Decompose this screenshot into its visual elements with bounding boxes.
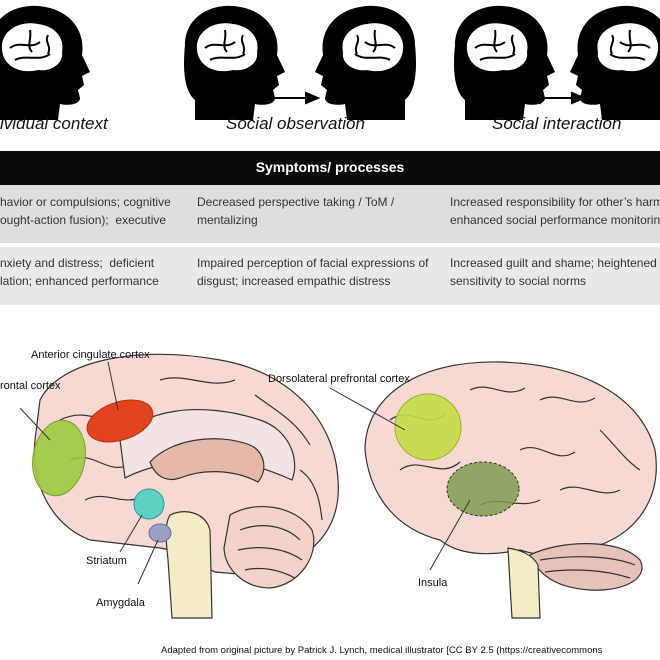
insula-region [446, 461, 520, 517]
table-cell: Increased responsibility for other’s har… [450, 195, 660, 227]
insula-label: Insula [418, 577, 448, 589]
head-observed [314, 4, 417, 121]
pfc-region [32, 419, 86, 497]
amygdala-region [148, 523, 172, 543]
acc-region [86, 399, 154, 443]
striatum-region [133, 488, 165, 520]
context-observation-label: Social observation [226, 114, 365, 133]
table-row: nxiety and distress; deficient lation; e… [0, 247, 660, 305]
dlpfc-label: Dorsolateral prefrontal cortex [268, 373, 410, 385]
medial-brain [33, 353, 339, 619]
table-row: havior or compulsions; cognitive ought-a… [0, 185, 660, 243]
heads-illustration [0, 4, 660, 121]
table-cell: Impaired perception of facial expression… [197, 256, 429, 288]
context-interaction-label: Social interaction [492, 114, 622, 133]
lateral-leader-lines [329, 387, 471, 571]
dlpfc-region [394, 393, 462, 461]
head-individual [0, 4, 91, 121]
table-header-title: Symptoms/ processes [255, 159, 405, 175]
pfc-label: rontal cortex [0, 380, 61, 392]
context-individual-label: ividual context [0, 114, 108, 133]
striatum-label: Striatum [86, 555, 127, 567]
head-observer [183, 4, 286, 121]
acc-label: Anterior cingulate cortex [31, 349, 150, 361]
table-header: Symptoms/ processes [0, 151, 660, 185]
image-credit: Adapted from original picture by Patrick… [161, 645, 603, 656]
head-interaction-right [569, 4, 660, 121]
amygdala-label: Amygdala [96, 597, 145, 609]
table-cell: Increased guilt and shame; heightened se… [450, 256, 657, 288]
arrow-right-icon [265, 91, 321, 105]
double-arrow-icon [525, 91, 587, 105]
table-cell: Decreased perspective taking / ToM / men… [197, 195, 395, 227]
table-cell: nxiety and distress; deficient lation; e… [0, 256, 159, 288]
table-cell: havior or compulsions; cognitive ought-a… [0, 195, 171, 227]
lateral-brain [364, 361, 657, 619]
medial-leader-lines [19, 361, 159, 585]
